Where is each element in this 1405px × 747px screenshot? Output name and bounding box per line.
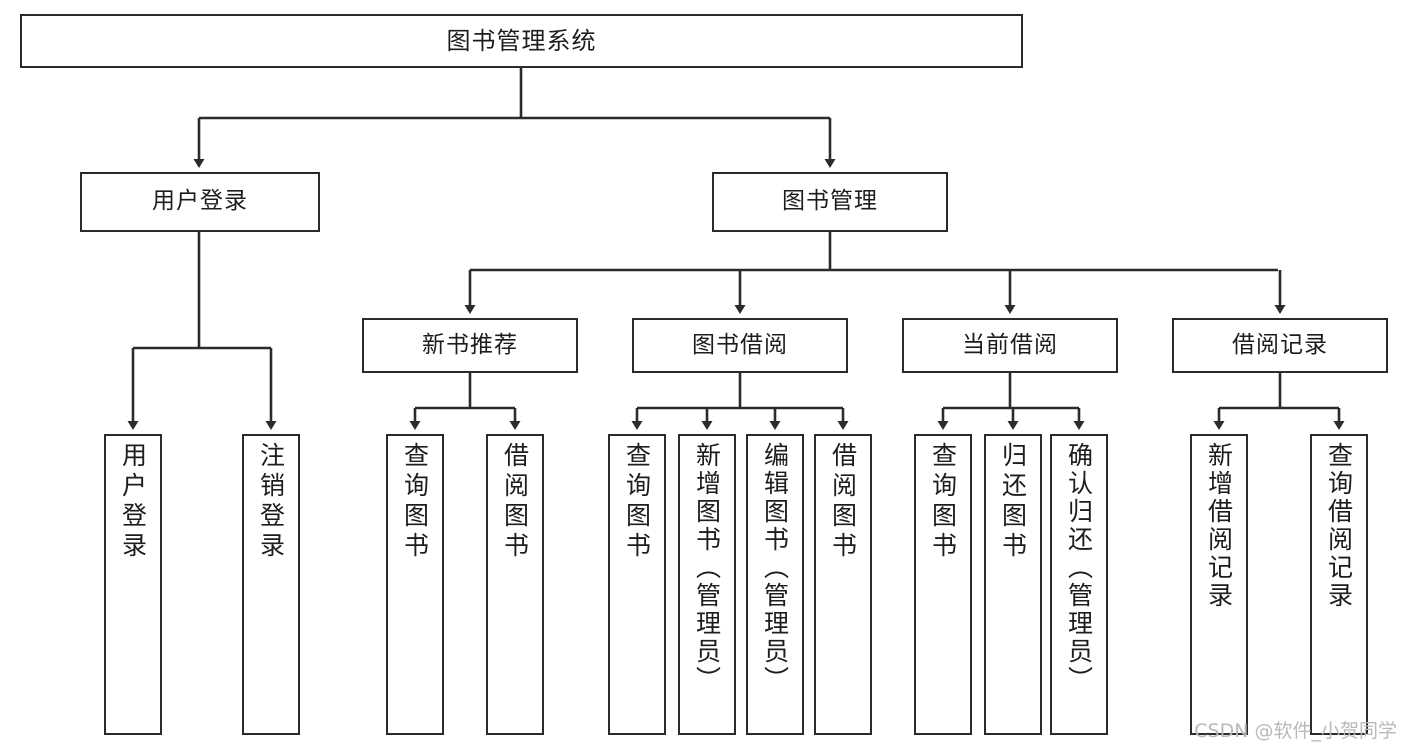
node-leaf-user-logout-label: 注销登录 bbox=[256, 442, 286, 562]
node-root[interactable]: 图书管理系统 bbox=[20, 14, 1023, 68]
node-book-borrow-label: 图书借阅 bbox=[692, 331, 788, 358]
node-leaf-add-book[interactable]: 新增图书（管理员） bbox=[678, 434, 736, 735]
node-leaf-query-book-1-label: 查询图书 bbox=[400, 442, 430, 562]
node-borrow-record[interactable]: 借阅记录 bbox=[1172, 318, 1388, 373]
node-leaf-edit-book-label: 编辑图书（管理员） bbox=[760, 442, 790, 694]
node-leaf-return-book[interactable]: 归还图书 bbox=[984, 434, 1042, 735]
node-book-manage[interactable]: 图书管理 bbox=[712, 172, 948, 232]
node-leaf-user-logout[interactable]: 注销登录 bbox=[242, 434, 300, 735]
node-leaf-return-book-label: 归还图书 bbox=[998, 442, 1028, 562]
node-new-book-recommend[interactable]: 新书推荐 bbox=[362, 318, 578, 373]
node-leaf-borrow-book-1-label: 借阅图书 bbox=[500, 442, 530, 562]
node-current-borrow-label: 当前借阅 bbox=[962, 331, 1058, 358]
node-leaf-user-login[interactable]: 用户登录 bbox=[104, 434, 162, 735]
node-leaf-query-record-label: 查询借阅记录 bbox=[1324, 442, 1354, 610]
node-leaf-confirm-return[interactable]: 确认归还（管理员） bbox=[1050, 434, 1108, 735]
node-new-book-recommend-label: 新书推荐 bbox=[422, 331, 518, 358]
node-book-manage-label: 图书管理 bbox=[782, 188, 878, 215]
node-book-borrow[interactable]: 图书借阅 bbox=[632, 318, 848, 373]
node-leaf-add-book-label: 新增图书（管理员） bbox=[692, 442, 722, 694]
node-leaf-borrow-book-2[interactable]: 借阅图书 bbox=[814, 434, 872, 735]
node-leaf-query-book-3[interactable]: 查询图书 bbox=[914, 434, 972, 735]
node-leaf-user-login-label: 用户登录 bbox=[118, 442, 148, 562]
node-leaf-query-book-2[interactable]: 查询图书 bbox=[608, 434, 666, 735]
node-leaf-query-book-2-label: 查询图书 bbox=[622, 442, 652, 562]
node-leaf-confirm-return-label: 确认归还（管理员） bbox=[1064, 442, 1094, 694]
node-leaf-borrow-book-1[interactable]: 借阅图书 bbox=[486, 434, 544, 735]
node-leaf-query-record[interactable]: 查询借阅记录 bbox=[1310, 434, 1368, 735]
node-leaf-query-book-3-label: 查询图书 bbox=[928, 442, 958, 562]
node-leaf-edit-book[interactable]: 编辑图书（管理员） bbox=[746, 434, 804, 735]
node-root-label: 图书管理系统 bbox=[446, 26, 597, 55]
node-current-borrow[interactable]: 当前借阅 bbox=[902, 318, 1118, 373]
node-user-login-label: 用户登录 bbox=[152, 188, 248, 215]
node-borrow-record-label: 借阅记录 bbox=[1232, 331, 1328, 358]
node-user-login[interactable]: 用户登录 bbox=[80, 172, 320, 232]
node-leaf-add-record-label: 新增借阅记录 bbox=[1204, 442, 1234, 610]
watermark: CSDN @软件_小贺同学 bbox=[1194, 720, 1397, 742]
node-leaf-query-book-1[interactable]: 查询图书 bbox=[386, 434, 444, 735]
node-leaf-add-record[interactable]: 新增借阅记录 bbox=[1190, 434, 1248, 735]
node-leaf-borrow-book-2-label: 借阅图书 bbox=[828, 442, 858, 562]
